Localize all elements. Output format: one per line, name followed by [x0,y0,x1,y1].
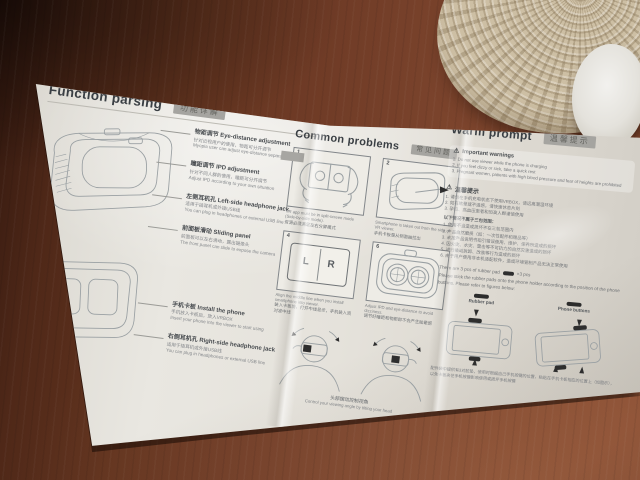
phone-split-screen-illustration: L R [286,242,351,288]
head-tilt-left-illustration [279,328,340,392]
rubber-pad-icon [502,270,514,276]
rubber-pad-label-text: Rubber pad [468,298,495,306]
rubber-count-suffix: ×3 pcs [516,271,531,278]
head-tilt-right-illustration [360,338,422,402]
figure-number: 4 [286,232,291,239]
warning-triangle-icon: ⚠ [453,147,460,155]
warm-prompt-zh-block: ⚠ 温馨提示 1. 请勿在手机充电状态下使用VRBOX，请远离潮湿环境 2. 如… [440,184,632,275]
phone-buttons-label: Phone buttons [558,301,591,314]
figure-align-middle-line: 4 L R Align the middle line when you ins… [273,230,361,322]
phone-middle-line [316,248,322,281]
warm-prompt-section: Warm prompt 温馨提示 ⚠ Important warnings 1.… [430,122,638,393]
warning-triangle-icon: ⚠ [445,183,453,192]
screen-right-letter: R [326,258,336,271]
rubber-pad-label: Rubber pad [468,293,495,306]
vr-headset-three-quarter-illustration [49,128,173,211]
screen-left-letter: L [302,255,310,268]
